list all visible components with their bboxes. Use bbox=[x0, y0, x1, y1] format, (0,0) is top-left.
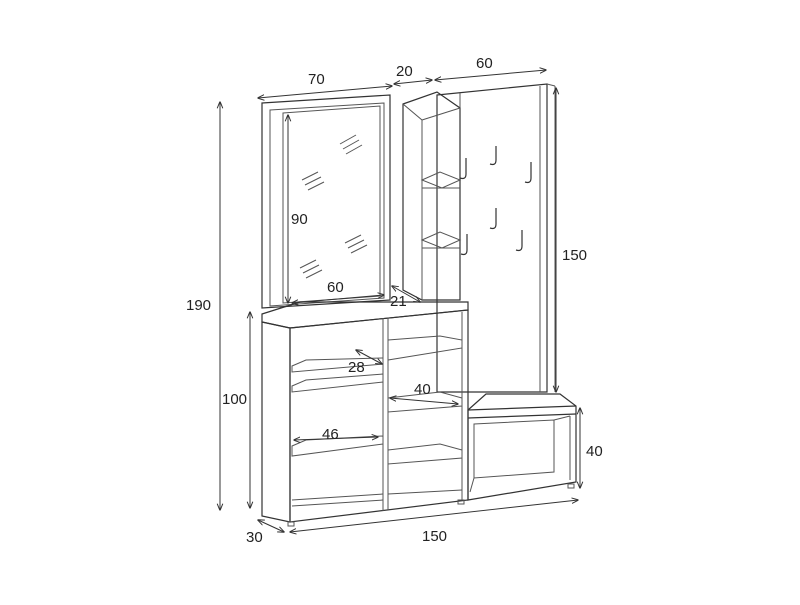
dim-panel-height: 150 bbox=[562, 247, 587, 264]
shelf-column bbox=[402, 91, 462, 301]
dim-cabinet-height: 100 bbox=[222, 391, 247, 408]
coat-hook-icon bbox=[459, 146, 532, 256]
dim-bench-height: 40 bbox=[586, 443, 603, 460]
dim-mirror-width: 70 bbox=[308, 71, 325, 88]
dim-mirror-height: 90 bbox=[291, 211, 308, 228]
dim-column-depth: 21 bbox=[390, 293, 407, 310]
dim-shelf-width-left: 46 bbox=[322, 426, 339, 443]
dim-total-height: 190 bbox=[186, 297, 211, 314]
dim-total-width: 150 bbox=[422, 528, 447, 545]
dim-depth: 30 bbox=[246, 529, 263, 546]
bench bbox=[467, 393, 577, 501]
dim-column-width: 20 bbox=[396, 63, 413, 80]
mirror-panel bbox=[261, 94, 391, 309]
dim-shelf-depth: 28 bbox=[348, 359, 365, 376]
dimension-lines bbox=[220, 70, 580, 532]
dimension-labels: 70 20 60 190 90 60 21 150 100 28 40 46 4… bbox=[186, 55, 603, 546]
dim-shelf-width-right: 40 bbox=[414, 381, 431, 398]
dim-panel-width: 60 bbox=[476, 55, 493, 72]
mirror-reflection-marks bbox=[299, 134, 368, 279]
dim-mirror-inner-width: 60 bbox=[327, 279, 344, 296]
